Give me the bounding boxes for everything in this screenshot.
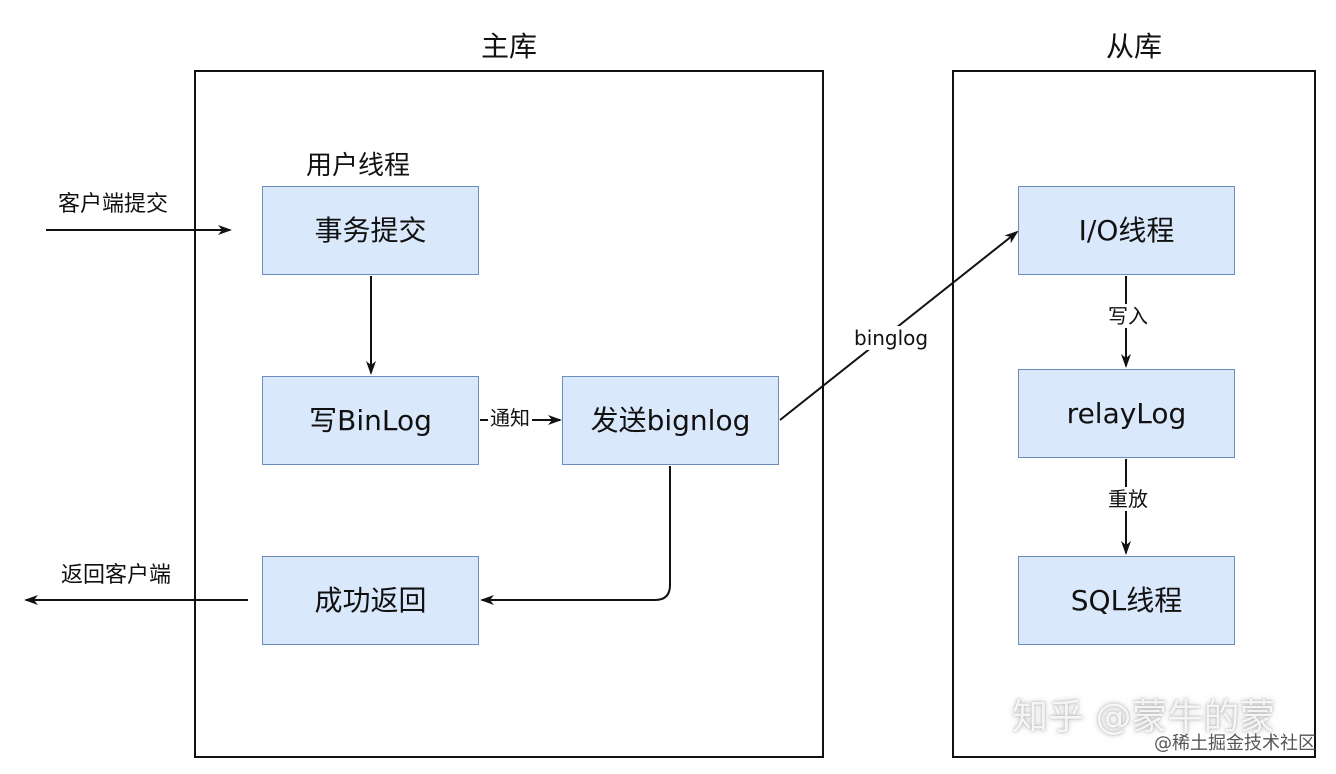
slave-title: 从库	[1105, 30, 1162, 63]
watermark-main: 知乎 @蒙牛的蒙	[1012, 697, 1276, 738]
node-write-binlog: 写BinLog	[262, 376, 479, 465]
node-sql-thread: SQL线程	[1018, 556, 1235, 645]
client-commit-label: 客户端提交	[58, 192, 169, 217]
edge-label-replay: 重放	[1106, 487, 1150, 511]
node-relay-log: relayLog	[1018, 369, 1235, 458]
return-client-label: 返回客户端	[61, 563, 172, 588]
node-send-binlog: 发送bignlog	[562, 376, 779, 465]
edge-label-notify: 通知	[488, 406, 532, 430]
master-title: 主库	[480, 30, 537, 63]
watermark-small: @稀土掘金技术社区	[1154, 733, 1316, 754]
node-io-thread: I/O线程	[1018, 186, 1235, 275]
edge-label-write-in: 写入	[1106, 304, 1150, 328]
user-thread-label: 用户线程	[306, 151, 411, 181]
edge-label-binlog: binglog	[852, 326, 931, 350]
node-commit: 事务提交	[262, 186, 479, 275]
node-success-return: 成功返回	[262, 556, 479, 645]
